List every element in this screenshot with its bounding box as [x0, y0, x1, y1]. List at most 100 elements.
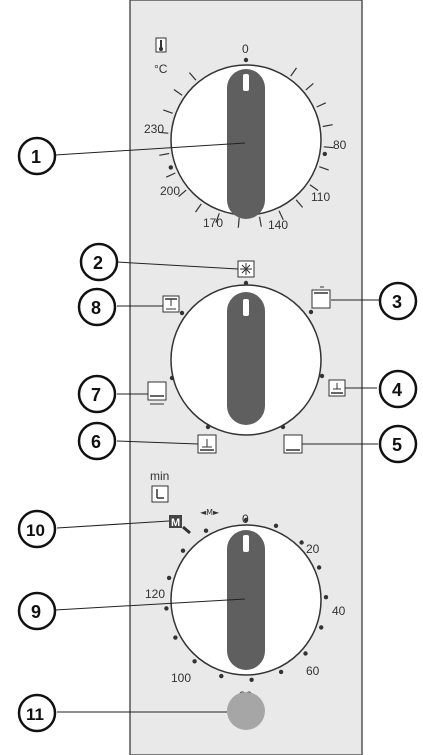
svg-text:2: 2: [93, 253, 103, 273]
timer-dot: [164, 606, 169, 611]
function-knob-indicator: [243, 299, 249, 316]
function-dot-grill: [179, 310, 185, 316]
manual-position-mark: [182, 525, 191, 535]
temperature-tick: [163, 109, 173, 114]
timer-label-20: 20: [306, 542, 320, 556]
timer-dot: [299, 540, 304, 545]
temperature-tick: [323, 146, 334, 149]
temperature-knob-grip[interactable]: [227, 69, 265, 219]
temp-label-170: 170: [203, 216, 223, 230]
timer-label-40: 40: [332, 604, 346, 618]
callout-10: 10: [17, 509, 57, 549]
temp-label-80: 80: [333, 138, 347, 152]
temp-label-140: 140: [268, 218, 288, 232]
temperature-dial-ticks: [158, 57, 334, 228]
timer-label-120: 120: [145, 587, 165, 601]
temperature-tick: [188, 72, 197, 81]
timer-dial-dots: [164, 517, 329, 682]
temperature-dot-0: [243, 57, 249, 63]
svg-text:5: 5: [392, 435, 402, 455]
temperature-tick: [215, 213, 220, 223]
temperature-dial[interactable]: °C 0 80 110 140 170 200 230: [144, 37, 347, 232]
fan-icon: [197, 434, 217, 454]
timer-dot: [243, 517, 249, 523]
temperature-dot-230: [168, 165, 173, 170]
temperature-tick: [295, 199, 304, 208]
callout-9: 9: [17, 591, 57, 631]
svg-text:1: 1: [31, 147, 41, 167]
temperature-tick: [278, 210, 284, 221]
callout-1: 1: [17, 136, 57, 176]
function-dot-top: [308, 309, 314, 315]
callout-7: 7: [77, 374, 117, 414]
light-button[interactable]: [227, 692, 265, 730]
temperature-tick: [258, 216, 262, 227]
manual-badge-label: M: [171, 517, 180, 529]
temperature-knob-indicator: [243, 74, 249, 91]
timer-dot: [319, 625, 324, 630]
temperature-tick: [178, 189, 187, 198]
timer-knob-indicator: [243, 535, 249, 552]
timer-dot: [219, 673, 224, 679]
timer-dot: [249, 677, 254, 682]
thermometer-icon: [155, 37, 167, 53]
callout-lines: [54, 142, 380, 713]
snowflake-icon: [237, 260, 255, 278]
temperature-tick: [165, 172, 176, 178]
timer-icon: [151, 485, 169, 503]
temperature-tick: [319, 166, 329, 171]
function-dot-defrost: [243, 280, 249, 286]
temperature-tick: [159, 152, 170, 156]
manual-arrow-label: ◄M►: [200, 508, 220, 517]
timer-dot: [180, 548, 186, 553]
temperature-tick: [158, 131, 169, 134]
callout-11: 11: [17, 693, 57, 733]
function-dot-bottom: [280, 424, 286, 430]
temperature-tick: [195, 203, 202, 213]
manual-badge: [169, 515, 182, 528]
svg-text:9: 9: [31, 602, 41, 622]
timer-dot: [166, 575, 172, 581]
function-knob-grip[interactable]: [227, 292, 265, 425]
temp-label-230: 230: [144, 122, 164, 136]
svg-text:8: 8: [91, 298, 101, 318]
callout-6: 6: [77, 421, 117, 461]
temperature-tick: [237, 217, 240, 228]
svg-text:7: 7: [91, 385, 101, 405]
timer-dot: [316, 565, 322, 570]
svg-text:6: 6: [91, 432, 101, 452]
temp-label-110: 110: [311, 190, 330, 204]
function-dial[interactable]: [147, 260, 346, 454]
timer-dot: [278, 669, 284, 675]
grill-icon: [162, 295, 180, 313]
timer-dot: [192, 659, 197, 664]
temp-label-200: 200: [160, 184, 180, 198]
timer-dot: [203, 528, 209, 533]
fan-bottom-heat-icon: [328, 379, 346, 397]
timer-label-0: 0: [242, 512, 249, 526]
svg-text:4: 4: [392, 380, 402, 400]
fan-grill-icon: [147, 381, 167, 405]
timer-dot: [303, 651, 308, 656]
timer-dial[interactable]: min M ◄M► 0 20 40 60 80 100 120: [145, 469, 346, 703]
temperature-tick: [173, 89, 183, 96]
temperature-tick: [290, 67, 297, 77]
callout-4: 4: [378, 369, 418, 409]
top-heat-icon: [311, 286, 331, 309]
temperature-dot-80: [322, 151, 327, 157]
function-dot-fan: [205, 424, 211, 430]
callout-2: 2: [79, 242, 119, 282]
svg-text:3: 3: [392, 292, 402, 312]
timer-dot: [323, 595, 329, 600]
svg-text:11: 11: [26, 705, 44, 724]
callout-8: 8: [77, 287, 117, 327]
timer-dot: [273, 523, 279, 528]
temperature-unit-label: °C: [154, 62, 168, 76]
temperature-tick: [316, 102, 327, 108]
timer-knob-grip[interactable]: [227, 530, 265, 670]
callout-3: 3: [378, 281, 418, 321]
callout-5: 5: [378, 424, 418, 464]
temp-label-0: 0: [242, 42, 249, 56]
